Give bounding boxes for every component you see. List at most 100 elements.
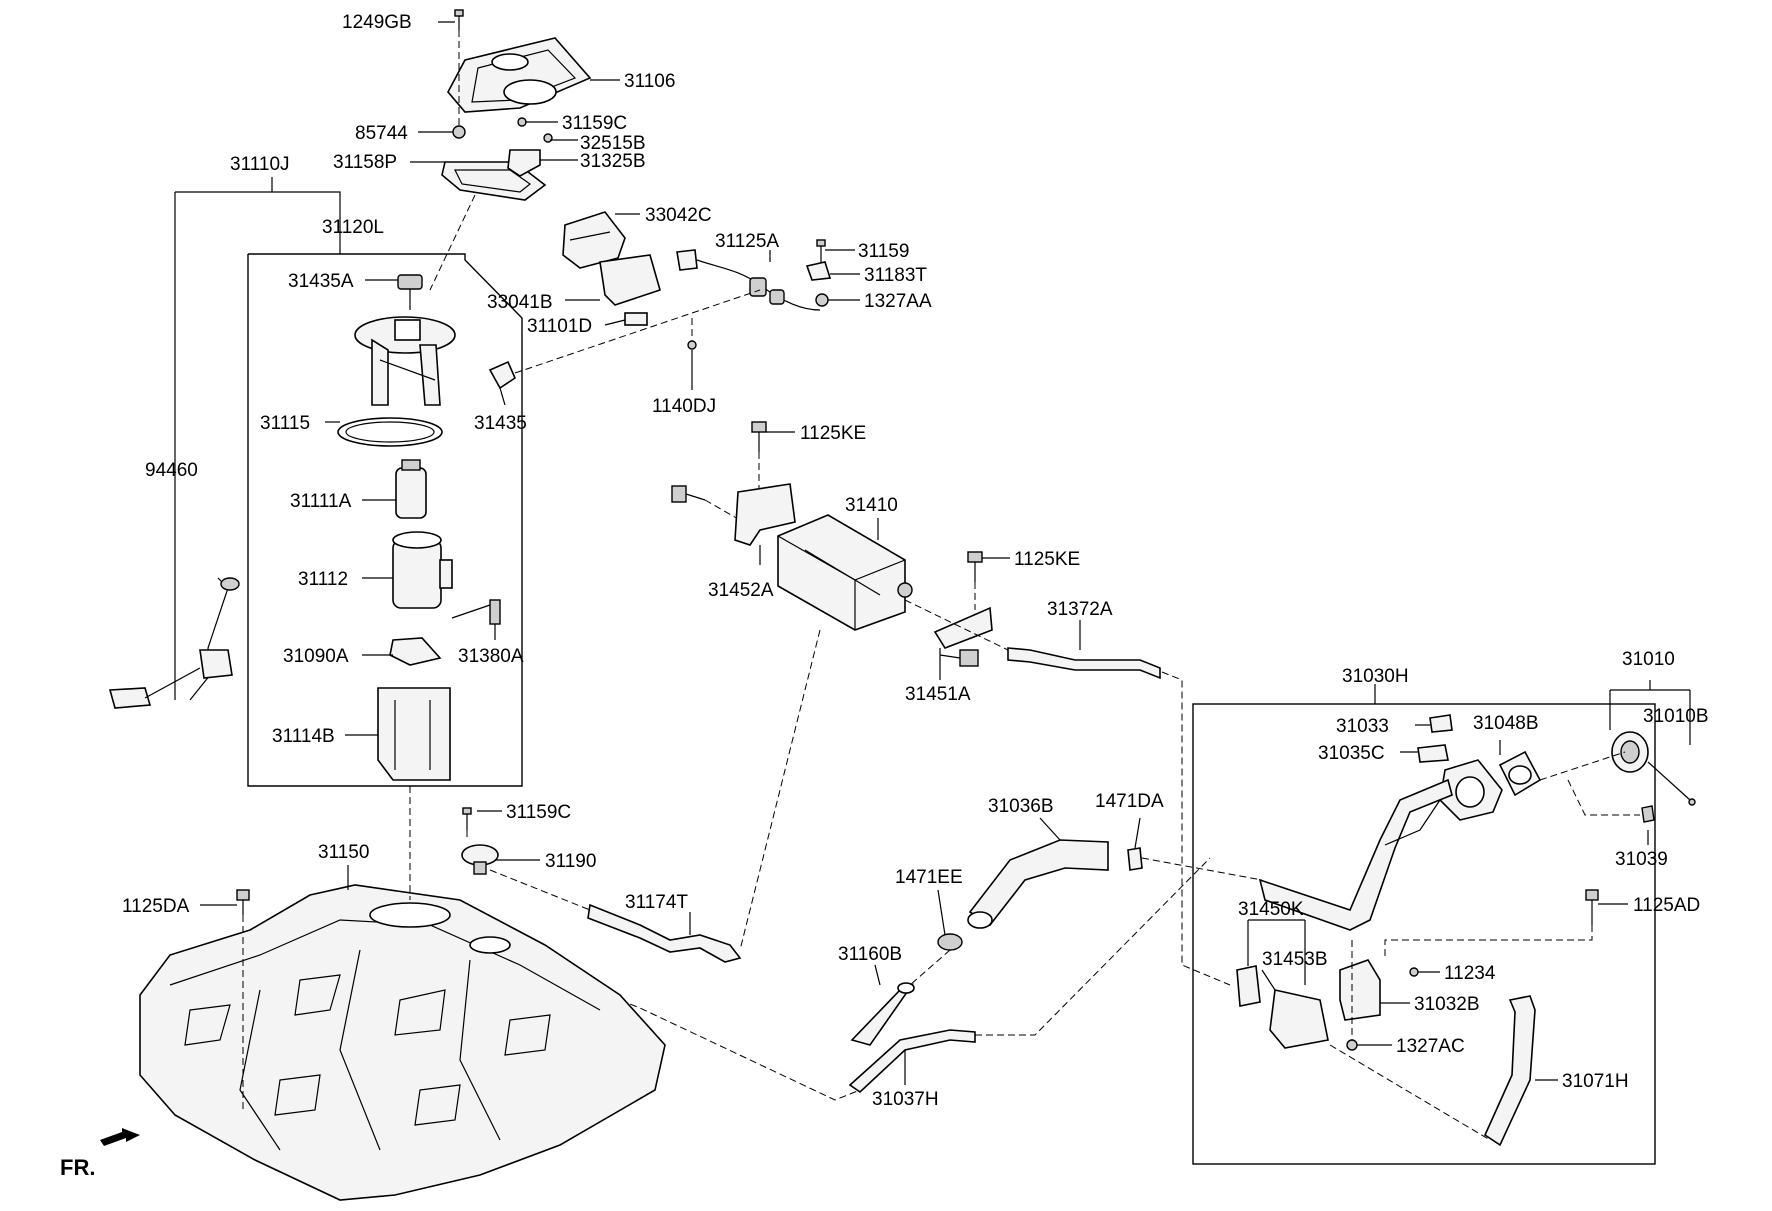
label-31450K: 31450K bbox=[1238, 899, 1304, 920]
label-1327AA: 1327AA bbox=[864, 291, 932, 312]
label-31114B: 31114B bbox=[272, 726, 335, 747]
leader-lines bbox=[200, 21, 1649, 1085]
label-1327AC: 1327AC bbox=[1396, 1036, 1465, 1057]
bracket-33042C bbox=[562, 211, 626, 269]
label-31159C-mid: 31159C bbox=[506, 802, 571, 823]
label-11234: 11234 bbox=[1444, 963, 1496, 984]
label-31037H: 31037H bbox=[872, 1089, 939, 1110]
canister-31410 bbox=[777, 514, 913, 631]
label-31112: 31112 bbox=[298, 569, 348, 590]
hose-31037H bbox=[848, 1029, 976, 1094]
bolt-1125AD bbox=[1384, 889, 1599, 960]
part-labels: 1249GB 31106 85744 31159C 32515B 31158P … bbox=[60, 12, 1709, 1180]
gasket-31048B bbox=[1498, 750, 1542, 797]
bracket-31325B bbox=[507, 117, 553, 177]
label-1125KE-lower: 1125KE bbox=[1014, 549, 1080, 570]
tether-31010B bbox=[1647, 761, 1696, 806]
fuel-pump-31111A bbox=[395, 459, 427, 519]
label-31010: 31010 bbox=[1622, 649, 1675, 670]
label-31032B: 31032B bbox=[1414, 994, 1480, 1015]
clip-31183T bbox=[805, 261, 832, 281]
screw-31039-line bbox=[1567, 779, 1640, 816]
hose-31071H bbox=[1329, 995, 1536, 1147]
bracket-31451A bbox=[933, 606, 993, 649]
nut-1327AC bbox=[1346, 1039, 1358, 1051]
label-94460: 94460 bbox=[145, 460, 198, 481]
label-31159C-top: 31159C bbox=[562, 113, 627, 134]
cover-31101D bbox=[624, 312, 648, 326]
label-31048B: 31048B bbox=[1473, 713, 1539, 734]
bolt-1125KE-upper bbox=[751, 421, 767, 495]
harness-link-line bbox=[514, 289, 761, 374]
hose-31036B bbox=[967, 839, 1109, 929]
label-31452A: 31452A bbox=[708, 580, 774, 601]
label-31158P: 31158P bbox=[333, 152, 397, 173]
reservoir-31114B bbox=[377, 687, 451, 781]
label-31325B: 31325B bbox=[580, 151, 646, 172]
label-31160B: 31160B bbox=[838, 944, 902, 965]
label-31372A: 31372A bbox=[1047, 599, 1113, 620]
harness-31125A bbox=[676, 249, 821, 311]
label-31106: 31106 bbox=[624, 71, 675, 92]
bolt-31451A bbox=[939, 649, 979, 667]
module-33041B bbox=[599, 254, 661, 306]
label-front-direction: FR. bbox=[60, 1155, 95, 1180]
label-31410: 31410 bbox=[845, 495, 898, 516]
label-1125DA: 1125DA bbox=[122, 896, 190, 917]
fuel-tank-31150 bbox=[139, 884, 666, 1201]
filler-housing-31030H bbox=[1439, 759, 1503, 821]
pump-flange-31115-holder bbox=[354, 316, 456, 406]
pipe-link-line bbox=[909, 949, 951, 986]
label-31033: 31033 bbox=[1336, 716, 1389, 737]
screw-11234 bbox=[1409, 967, 1419, 977]
label-31453B: 31453B bbox=[1262, 949, 1328, 970]
label-31111A: 31111A bbox=[290, 491, 352, 512]
elbow-31435 bbox=[488, 360, 517, 390]
screw-31159 bbox=[816, 239, 826, 265]
canister-to-hose-line bbox=[739, 629, 821, 951]
screw-1249GB bbox=[454, 9, 464, 125]
bolt-left-canister bbox=[671, 485, 741, 521]
screw-31159C-mid bbox=[462, 807, 472, 840]
label-31101D: 31101D bbox=[527, 316, 592, 337]
filler-cap-31010 bbox=[1609, 680, 1691, 773]
nut-1327AA bbox=[815, 293, 829, 307]
label-31010B: 31010B bbox=[1643, 706, 1709, 727]
front-direction-arrow-icon bbox=[100, 1128, 140, 1146]
label-31174T: 31174T bbox=[625, 892, 688, 913]
bracket-31452A bbox=[734, 483, 796, 546]
label-1125AD: 1125AD bbox=[1633, 895, 1700, 916]
label-31115: 31115 bbox=[260, 413, 310, 434]
fuel-pump-assembly-box bbox=[174, 177, 523, 787]
label-31451A: 31451A bbox=[905, 684, 971, 705]
vent-hose-31174T bbox=[489, 869, 742, 963]
label-31183T: 31183T bbox=[864, 265, 927, 286]
label-1140DJ: 1140DJ bbox=[652, 396, 716, 417]
label-32515B: 32515B bbox=[580, 133, 646, 154]
label-31110J: 31110J bbox=[230, 154, 290, 175]
nut-85744 bbox=[452, 125, 466, 139]
clamp-1471DA bbox=[1127, 847, 1263, 881]
filler-neck-assembly-box bbox=[1192, 684, 1656, 1165]
label-31035C: 31035C bbox=[1318, 743, 1385, 764]
bracket-31032B bbox=[1339, 959, 1381, 1021]
label-1471EE: 1471EE bbox=[895, 867, 963, 888]
fuel-filter-31112 bbox=[392, 531, 453, 609]
label-33041B: 33041B bbox=[487, 292, 553, 313]
label-31159: 31159 bbox=[858, 241, 909, 262]
label-31036B: 31036B bbox=[988, 796, 1054, 817]
vent-valve-31190 bbox=[461, 844, 499, 875]
cap-link-line bbox=[1539, 751, 1626, 781]
vent-valve-31450K bbox=[1236, 919, 1306, 1007]
label-31435A: 31435A bbox=[288, 271, 354, 292]
label-31120L: 31120L bbox=[322, 217, 384, 238]
filler-neck-pipe bbox=[1258, 778, 1453, 931]
valve-31035C bbox=[1417, 744, 1449, 763]
bolt-1125DA bbox=[236, 889, 250, 1110]
bolt-1125KE-lower bbox=[967, 551, 983, 610]
screw-31039 bbox=[1641, 805, 1655, 823]
pump-cover-plate bbox=[447, 37, 592, 113]
label-31030H: 31030H bbox=[1342, 666, 1409, 687]
filler-pipe-31160B bbox=[850, 982, 915, 1046]
